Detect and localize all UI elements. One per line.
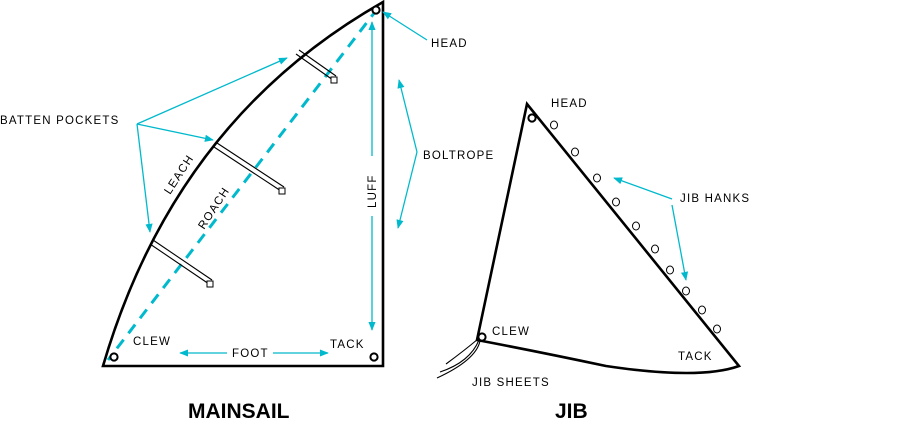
label-roach: ROACH: [196, 185, 232, 231]
label-head: HEAD: [431, 38, 468, 50]
tack-grommet: [369, 352, 379, 362]
jib-label-hanks: JIB HANKS: [680, 193, 750, 205]
jib-label-sheets: JIB SHEETS: [472, 377, 550, 389]
batten-pocket-top: [295, 49, 338, 84]
batten-pocket-middle: [213, 142, 286, 195]
label-boltrope: BOLTROPE: [423, 150, 494, 162]
label-tack: TACK: [330, 339, 365, 351]
jib-label-tack: TACK: [678, 351, 713, 363]
label-clew: CLEW: [133, 336, 171, 348]
jib-hanks-pointers: [613, 177, 689, 281]
roach-line: [106, 7, 380, 361]
boltrope-pointers: [396, 79, 418, 229]
batten-pocket-bottom: [149, 239, 214, 288]
jib-label-head: HEAD: [551, 98, 588, 110]
mainsail-title: MAINSAIL: [188, 400, 290, 423]
jib-hanks: [550, 120, 721, 334]
jib-sheets-lines: [436, 338, 481, 379]
jib-title: JIB: [555, 400, 588, 423]
head-grommet: [371, 5, 381, 15]
label-luff: LUFF: [367, 174, 379, 208]
clew-grommet: [109, 352, 119, 362]
batten-pockets-pointers: [136, 57, 288, 233]
jib-label-clew: CLEW: [492, 326, 530, 338]
label-foot: FOOT: [232, 348, 269, 360]
mainsail: HEAD BATTEN POCKETS BOLTROPE LEACH ROACH…: [0, 0, 494, 423]
jib: HEAD JIB HANKS CLEW TACK JIB SHEETS JIB: [436, 98, 750, 423]
jib-outline: [475, 101, 742, 375]
mainsail-outline: [101, 0, 385, 368]
jib-clew-grommet: [477, 332, 487, 342]
label-batten-pockets: BATTEN POCKETS: [0, 115, 119, 127]
head-pointer: [382, 11, 428, 41]
jib-head-grommet: [527, 113, 537, 123]
